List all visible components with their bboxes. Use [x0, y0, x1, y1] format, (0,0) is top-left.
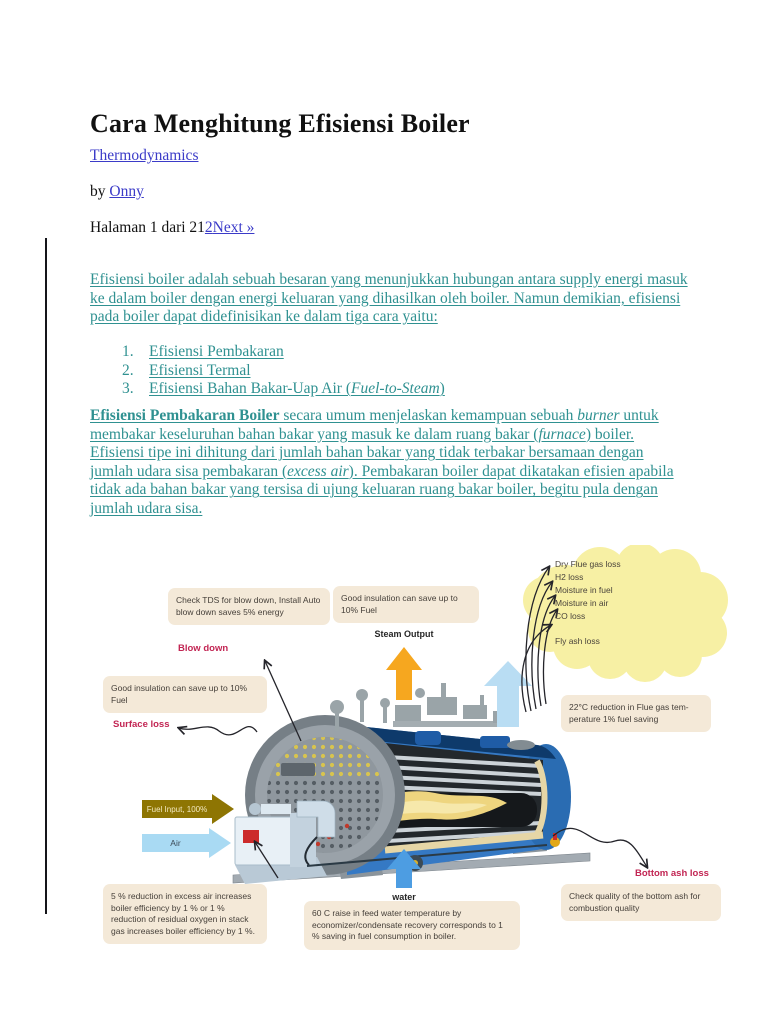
page-margin-line — [45, 238, 47, 914]
byline: by Onny — [90, 183, 144, 201]
callout-blowdown: Check TDS for blow down, Install Auto bl… — [168, 588, 330, 625]
loss-item: Dry Flue gas loss — [555, 559, 621, 569]
fuel-input-label: Fuel Input, 100% — [146, 804, 208, 814]
list-item: 1.Efisiensi Pembakaran — [122, 343, 284, 360]
surface-loss-label: Surface loss — [113, 719, 170, 730]
list-item: 2.Efisiensi Termal — [122, 361, 251, 379]
byline-prefix: by — [90, 183, 110, 200]
surface-loss-arrow — [179, 727, 258, 736]
callout-flue-reduction: 22°C reduction in Flue gas tem-perature … — [561, 695, 711, 732]
boiler-illustration — [142, 545, 728, 888]
blowdown-pointer-arrow — [265, 661, 302, 742]
pagination-next-link[interactable]: Next » — [212, 219, 255, 236]
bottom-ash-loss-label: Bottom ash loss — [635, 868, 709, 879]
cloud-arrow — [521, 625, 551, 713]
air-label: Air — [170, 838, 181, 848]
fuel-input-arrow — [142, 794, 234, 824]
callout-insulation-top: Good insulation can save up to 10% Fuel — [333, 586, 479, 623]
pagination: Halaman 1 dari 212Next » — [90, 219, 254, 237]
callout-feedwater: 60 C raise in feed water temperature by … — [304, 901, 520, 950]
flue-gas-loss-cloud — [523, 545, 728, 682]
efficiency-type-list: 1.Efisiensi Pembakaran 2.Efisiensi Terma… — [122, 343, 445, 399]
air-input-arrow — [142, 828, 231, 858]
boiler-efficiency-diagram: Check TDS for blow down, Install Auto bl… — [85, 545, 730, 990]
page-title: Cara Menghitung Efisiensi Boiler — [90, 109, 470, 139]
loss-item: CO loss — [555, 611, 586, 621]
flue-gas-arrow — [484, 661, 532, 727]
boiler-shell — [341, 725, 571, 875]
callout-excess-air: 5 % reduction in excess air increases bo… — [103, 884, 267, 944]
cloud-arrow — [542, 610, 557, 705]
steam-output-arrow — [386, 647, 422, 700]
water-label: water — [392, 892, 416, 902]
loss-item: Moisture in fuel — [555, 585, 613, 595]
pagination-label: Halaman 1 dari 21 — [90, 219, 205, 236]
cloud-arrow — [525, 567, 549, 712]
bottom-ash-arrow — [552, 827, 647, 867]
pagination-page-2-link[interactable]: 2 — [204, 219, 213, 236]
body-bold-lead: Efisiensi Pembakaran Boiler — [90, 407, 280, 424]
body-paragraph: Efisiensi Pembakaran Boiler secara umum … — [90, 407, 674, 517]
list-item: 3.Efisiensi Bahan Bakar-Uap Air (Fuel-to… — [122, 380, 445, 398]
callout-insulation-left: Good insulation can save up to 10% Fuel — [103, 676, 267, 713]
callout-bottom-ash: Check quality of the bottom ash for comb… — [561, 884, 721, 921]
loss-item: H2 loss — [555, 572, 584, 582]
loss-item: Fly ash loss — [555, 636, 600, 646]
author-link[interactable]: Onny — [109, 183, 144, 200]
boiler-top-fittings — [330, 683, 535, 750]
category-link[interactable]: Thermodynamics — [90, 147, 199, 164]
burner-sight-glass — [243, 830, 259, 843]
burner-assembly — [234, 800, 336, 884]
burner-pointer-arrow — [255, 842, 279, 879]
blow-down-label: Blow down — [178, 643, 229, 654]
feed-water-arrow — [387, 849, 421, 888]
cloud-loss-list: Dry Flue gas loss H2 loss Moisture in fu… — [555, 558, 621, 648]
intro-paragraph: Efisiensi boiler adalah sebuah besaran y… — [90, 271, 688, 326]
loss-item: Moisture in air — [555, 598, 609, 608]
blowdown-valve — [550, 837, 560, 847]
annotation-arrows — [179, 567, 647, 879]
cloud-arrow — [537, 596, 555, 707]
steam-output-label: Steam Output — [374, 629, 434, 639]
